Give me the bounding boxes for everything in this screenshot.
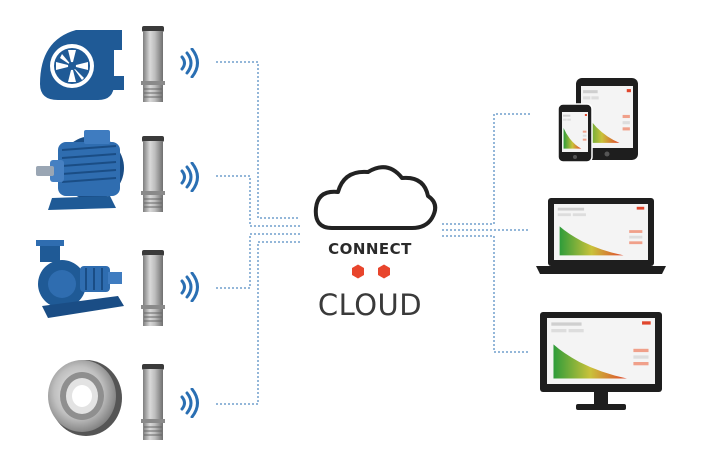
sensor-connector-lines (216, 61, 300, 405)
wireless-signal-icon (180, 272, 199, 302)
wireless-signal-icon (180, 48, 199, 78)
cloud-icon (313, 165, 438, 230)
wireless-signal-icon (180, 388, 199, 418)
electric-motor-icon (36, 130, 124, 210)
tablet-and-phone-icon (557, 78, 638, 163)
vibration-sensor-icon (140, 26, 166, 102)
vibration-sensor-icon (140, 364, 166, 440)
blower-fan-icon (40, 30, 124, 100)
wireless-signal-icon (180, 162, 199, 192)
desktop-monitor-icon (540, 312, 662, 410)
centrifugal-pump-icon (36, 240, 124, 318)
brand-name-cloud: CLOUD (317, 288, 423, 322)
brand-hexagons (352, 264, 390, 279)
ball-bearing-icon (48, 360, 122, 436)
vibration-sensor-icon (140, 250, 166, 326)
vibration-sensor-icon (140, 136, 166, 212)
laptop-icon (536, 198, 666, 274)
device-connector-lines (442, 113, 530, 353)
brand-name-connect: CONNECT (328, 240, 412, 258)
